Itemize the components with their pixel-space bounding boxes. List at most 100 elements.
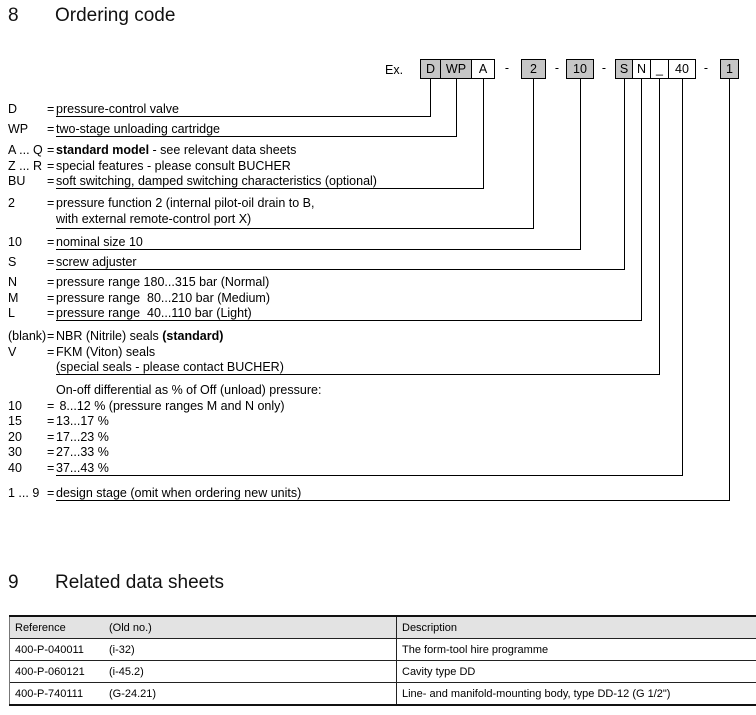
related-data-sheets-table: Reference (Old no.) Description 400-P-04…: [9, 615, 756, 706]
ordering-row-v-cont: (special seals - please contact BUCHER): [8, 360, 748, 376]
equals-sign: =: [47, 345, 55, 359]
code-label: 10: [8, 399, 22, 413]
desc-text: 17...23 %: [56, 430, 109, 444]
equals-sign: =: [47, 306, 55, 320]
equals-sign: =: [47, 399, 55, 413]
equals-sign: =: [47, 196, 55, 210]
ordering-row-aq: A ... Q =standard model - see relevant da…: [8, 143, 748, 159]
equals-sign: =: [47, 414, 55, 428]
code-label: 40: [8, 461, 22, 475]
example-label: Ex.: [385, 63, 404, 77]
code-description: with external remote-control port X): [56, 212, 251, 226]
ordering-row-n: N =pressure range 180...315 bar (Normal): [8, 275, 748, 291]
connector-line-1: [56, 79, 730, 501]
equals-sign: =: [47, 255, 55, 269]
code-description: 8...12 % (pressure ranges M and N only): [56, 399, 284, 413]
code-description: pressure function 2 (internal pilot-oil …: [56, 196, 314, 210]
desc-text: pressure range 80...210 bar (Medium): [56, 291, 270, 305]
code-separator: -: [601, 61, 607, 75]
ordering-row-diff-15: 15=13...17 %: [8, 414, 748, 430]
equals-sign: =: [47, 461, 55, 475]
desc-text: On-off differential as % of Off (unload)…: [56, 383, 322, 397]
ordering-row-design-stage: 1 ... 9 =design stage (omit when ordering…: [8, 486, 748, 502]
code-description: two-stage unloading cartridge: [56, 122, 220, 136]
code-box-blank: _: [650, 59, 669, 79]
desc-text: pressure-control valve: [56, 102, 179, 116]
desc-text: FKM (Viton) seals: [56, 345, 156, 359]
code-label: (blank): [8, 329, 47, 343]
ordering-row-m: M=pressure range 80...210 bar (Medium): [8, 291, 748, 307]
cell-reference: 400-P-040011: [9, 638, 104, 661]
equals-sign: =: [47, 329, 55, 343]
connector-line-s: [56, 79, 625, 270]
code-label: M: [8, 291, 19, 305]
code-box-wp: WP: [440, 59, 472, 79]
code-label: A ... Q: [8, 143, 43, 157]
ordering-row-diff-40: 40 =37...43 %: [8, 461, 748, 477]
code-separator: -: [703, 61, 709, 75]
ordering-row-bu: BU =soft switching, damped switching char…: [8, 174, 748, 190]
equals-sign: =: [47, 275, 55, 289]
ordering-row-d: D=pressure-control valve: [8, 102, 748, 118]
code-box-40: 40: [668, 59, 696, 79]
desc-text: screw adjuster: [56, 255, 137, 269]
connector-line-wp: [56, 79, 457, 137]
desc-text: (special seals - please contact BUCHER): [56, 360, 284, 374]
ordering-row-wp: WP=two-stage unloading cartridge: [8, 122, 748, 138]
desc-text: pressure function 2 (internal pilot-oil …: [56, 196, 315, 210]
equals-sign: =: [47, 143, 55, 157]
section-title: Ordering code: [55, 5, 176, 26]
column-header-reference: Reference: [9, 615, 104, 639]
code-label: BU: [8, 174, 26, 188]
code-description: design stage (omit when ordering new uni…: [56, 486, 301, 500]
desc-text: 37...43 %: [56, 461, 109, 475]
desc-text: two-stage unloading cartridge: [56, 122, 220, 136]
connector-line-40: [56, 79, 683, 476]
cell-description: Line- and manifold-mounting body, type D…: [396, 682, 756, 706]
code-description: soft switching, damped switching charact…: [56, 174, 377, 188]
code-description: pressure-control valve: [56, 102, 179, 116]
equals-sign: =: [47, 159, 55, 173]
code-box-s: S: [615, 59, 633, 79]
column-header-old-no: (Old no.): [104, 615, 397, 639]
code-label: 20: [8, 430, 22, 444]
table-row: 400-P-060121 (i-45.2) Cavity type DD: [9, 660, 756, 683]
desc-bold: standard model: [56, 143, 150, 157]
code-description: special features - please consult BUCHER: [56, 159, 291, 173]
ordering-row-v: V =FKM (Viton) seals: [8, 345, 748, 361]
code-label: 30: [8, 445, 22, 459]
code-separator: -: [554, 61, 560, 75]
ordering-row-l: L=pressure range 40...110 bar (Light): [8, 306, 748, 322]
code-description: FKM (Viton) seals: [56, 345, 155, 359]
desc-text: with external remote-control port X): [56, 212, 252, 226]
cell-old-no: (i-45.2): [104, 660, 397, 683]
ordering-row-differential-header: On-off differential as % of Off (unload)…: [8, 383, 748, 399]
equals-sign: =: [47, 486, 55, 500]
code-label: V: [8, 345, 17, 359]
section-9-heading: 9 Related data sheets: [0, 572, 756, 596]
code-description: 27...33 %: [56, 445, 109, 459]
ordering-row-s: S =screw adjuster: [8, 255, 748, 271]
code-box-n: N: [632, 59, 651, 79]
desc-text: pressure range 40...110 bar (Light): [56, 306, 252, 320]
ordering-row-blank-seal: (blank)=NBR (Nitrile) seals (standard): [8, 329, 748, 345]
code-label: N: [8, 275, 18, 289]
connector-line-2: [56, 79, 534, 229]
connector-line-seals: [56, 79, 660, 375]
equals-sign: =: [47, 445, 55, 459]
cell-old-no: (i-32): [104, 638, 397, 661]
desc-text: pressure range 180...315 bar (Normal): [56, 275, 270, 289]
code-description: pressure range 80...210 bar (Medium): [56, 291, 270, 305]
cell-description: Cavity type DD: [396, 660, 756, 683]
code-description: (special seals - please contact BUCHER): [56, 360, 284, 374]
desc-bold: (standard): [162, 329, 224, 343]
cell-reference: 400-P-740111: [9, 682, 104, 706]
section-8-heading: 8 Ordering code: [0, 5, 756, 29]
equals-sign: =: [47, 174, 55, 188]
code-box-2: 2: [521, 59, 546, 79]
code-label: S: [8, 255, 17, 269]
code-label: 1 ... 9: [8, 486, 40, 500]
desc-text: - see relevant data sheets: [149, 143, 297, 157]
code-label: 10: [8, 235, 22, 249]
code-description: On-off differential as % of Off (unload)…: [56, 383, 321, 397]
